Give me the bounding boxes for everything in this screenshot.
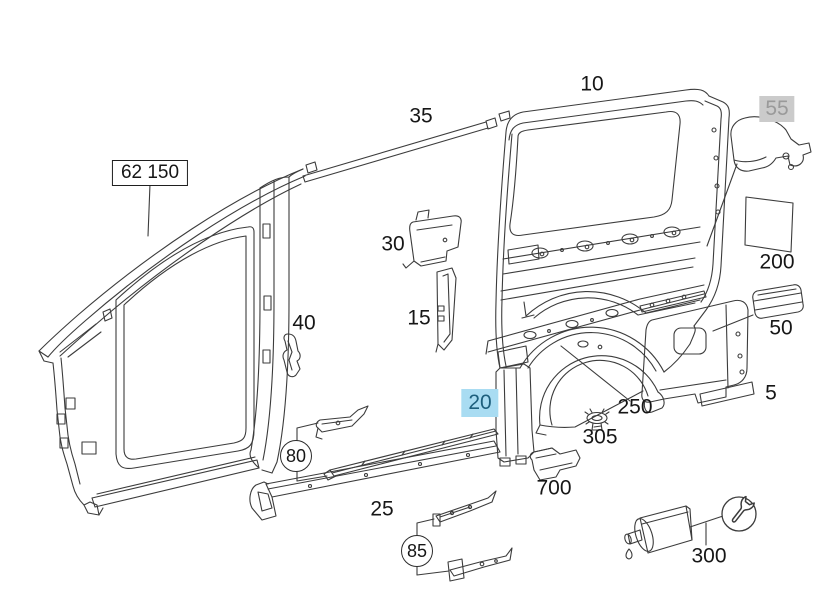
part-label-85[interactable]: 85 bbox=[401, 535, 433, 567]
part-label-20-selected[interactable]: 20 bbox=[461, 389, 499, 417]
part-label-25[interactable]: 25 bbox=[370, 497, 394, 521]
wrench-icon bbox=[721, 495, 757, 532]
bracket-55-art bbox=[730, 116, 812, 172]
leader-lines bbox=[147, 163, 754, 402]
pillar-panel-20-art bbox=[495, 345, 535, 467]
assembly-group-label[interactable]: 62 150 bbox=[111, 160, 189, 186]
part-label-40[interactable]: 40 bbox=[292, 311, 316, 335]
bracket-group-85-art bbox=[416, 490, 513, 582]
part-label-35[interactable]: 35 bbox=[409, 104, 433, 128]
part-label-200[interactable]: 200 bbox=[759, 250, 795, 274]
rocker-panel-25-art bbox=[249, 440, 501, 521]
part-label-55-unavailable[interactable]: 55 bbox=[759, 96, 795, 122]
sealant-tube-300-art bbox=[624, 505, 724, 560]
part-label-15[interactable]: 15 bbox=[407, 306, 431, 330]
part-label-300[interactable]: 300 bbox=[691, 544, 727, 568]
outer-wheel-arch-art bbox=[521, 291, 701, 319]
part-label-30[interactable]: 30 bbox=[381, 232, 405, 256]
part-label-50[interactable]: 50 bbox=[769, 316, 793, 340]
part-label-5[interactable]: 5 bbox=[765, 381, 777, 405]
bracket-30-art bbox=[402, 209, 462, 269]
door-sill-rail-art bbox=[485, 284, 705, 355]
fastener-305-art bbox=[584, 408, 610, 431]
part-label-305[interactable]: 305 bbox=[582, 425, 618, 449]
part-label-700[interactable]: 700 bbox=[536, 476, 572, 500]
vent-grille-50-art bbox=[752, 284, 804, 319]
bracket-700-art bbox=[529, 447, 581, 481]
panel-200-art bbox=[744, 196, 794, 253]
pillar-strip-15-art bbox=[435, 267, 457, 353]
roof-rail-strip-art bbox=[302, 110, 511, 183]
inner-quarter-structure-art bbox=[639, 290, 755, 407]
bracket-40-art bbox=[282, 333, 301, 378]
part-label-250[interactable]: 250 bbox=[617, 395, 653, 419]
front-door-frame-art bbox=[38, 161, 318, 516]
part-label-80[interactable]: 80 bbox=[280, 440, 312, 472]
sill-reinforcement-80-art bbox=[296, 405, 499, 482]
part-label-10[interactable]: 10 bbox=[580, 72, 604, 96]
